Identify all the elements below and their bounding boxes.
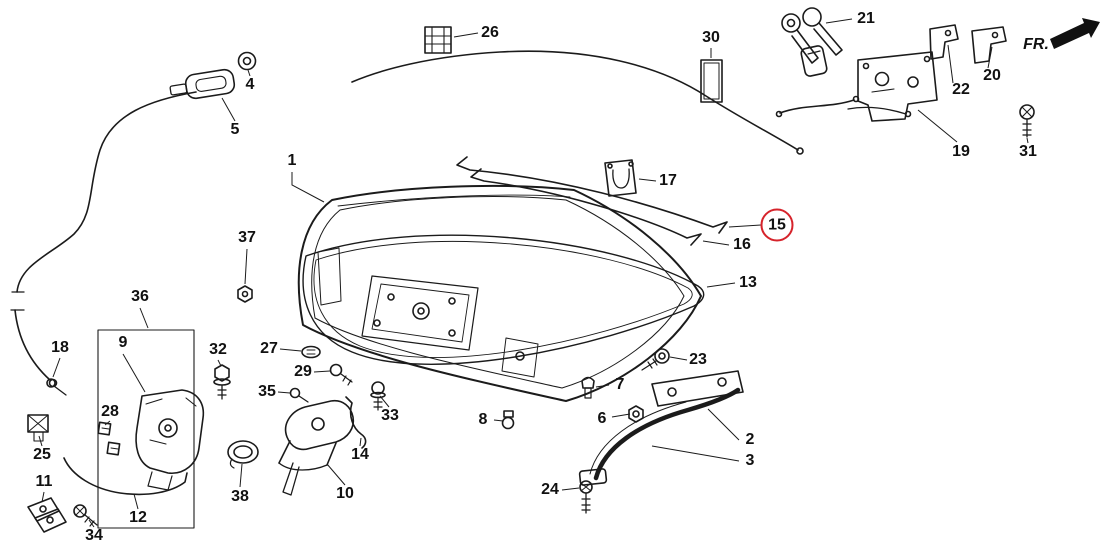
nut-37	[237, 285, 253, 303]
latch-9	[135, 389, 205, 491]
strip-22	[929, 24, 959, 60]
part-label-3[interactable]: 3	[745, 452, 755, 469]
grommet-4	[237, 51, 257, 71]
bolt-29	[329, 363, 353, 386]
clip-27	[301, 345, 321, 359]
part-label-32[interactable]: 32	[209, 341, 227, 358]
part-label-31[interactable]: 31	[1019, 143, 1037, 160]
latch-bracket-19	[857, 51, 938, 122]
part-label-27[interactable]: 27	[260, 340, 278, 357]
part-label-12[interactable]: 12	[129, 509, 147, 526]
part-label-30[interactable]: 30	[702, 29, 720, 46]
part-label-35[interactable]: 35	[258, 383, 276, 400]
bolt-31	[1019, 104, 1035, 138]
part-label-36[interactable]: 36	[131, 288, 149, 305]
hinge-plates-11	[27, 497, 67, 533]
keys-21	[781, 7, 843, 77]
pad-30	[700, 59, 723, 103]
part-label-17[interactable]: 17	[659, 172, 677, 189]
torsion-bars-15-16	[456, 156, 728, 246]
part-label-19[interactable]: 19	[952, 143, 970, 160]
part-label-10[interactable]: 10	[336, 485, 354, 502]
pull-handle-5	[169, 68, 236, 100]
stud-8	[501, 410, 515, 430]
lock-cylinder-10	[278, 399, 355, 496]
cable-end-18	[46, 378, 67, 396]
part-label-38[interactable]: 38	[231, 488, 249, 505]
weatherstrip-13	[302, 234, 705, 365]
bolt-23	[641, 348, 670, 371]
bolt-33	[370, 381, 386, 411]
clips-28	[97, 421, 121, 456]
part-label-23[interactable]: 23	[689, 351, 707, 368]
part-label-1[interactable]: 1	[287, 152, 297, 169]
part-label-18[interactable]: 18	[51, 339, 69, 356]
part-label-29[interactable]: 29	[294, 363, 312, 380]
part-label-8[interactable]: 8	[478, 411, 488, 428]
part-label-34[interactable]: 34	[85, 527, 103, 544]
part-label-22[interactable]: 22	[952, 81, 970, 98]
strip-20	[971, 26, 1007, 64]
part-label-25[interactable]: 25	[33, 446, 51, 463]
bolt-24	[579, 480, 593, 514]
part-label-37[interactable]: 37	[238, 229, 256, 246]
latch-box-36	[97, 329, 195, 529]
part-label-6[interactable]: 6	[597, 410, 607, 427]
hinge-arm-2-3	[578, 370, 744, 486]
bolt-32	[213, 364, 231, 400]
striker-17	[604, 159, 637, 197]
part-label-16[interactable]: 16	[733, 236, 751, 253]
part-label-5[interactable]: 5	[230, 121, 240, 138]
bumper-7	[581, 376, 595, 399]
screw-35	[289, 387, 309, 403]
part-label-21[interactable]: 21	[857, 10, 875, 27]
top-cable	[351, 50, 804, 155]
part-label-28[interactable]: 28	[101, 403, 119, 420]
part-label-24[interactable]: 24	[541, 481, 559, 498]
part-label-26[interactable]: 26	[481, 24, 499, 41]
part-label-4[interactable]: 4	[245, 76, 255, 93]
part-label-9[interactable]: 9	[118, 334, 128, 351]
part-label-2[interactable]: 2	[745, 431, 755, 448]
trunk-lid-1	[297, 184, 702, 402]
rod-14	[345, 396, 367, 449]
part-label-15[interactable]: 15	[760, 208, 794, 242]
part-label-7[interactable]: 7	[615, 376, 625, 393]
part-label-33[interactable]: 33	[381, 407, 399, 424]
fr-arrow-icon	[1050, 18, 1100, 49]
part-label-11[interactable]: 11	[35, 473, 53, 490]
clip-25	[27, 414, 49, 442]
coil-38	[227, 440, 259, 469]
part-label-14[interactable]: 14	[351, 446, 369, 463]
leader-lines	[38, 18, 1029, 528]
part-label-20[interactable]: 20	[983, 67, 1001, 84]
rod-12	[63, 457, 188, 496]
fr-direction-label: FR.	[1023, 36, 1049, 53]
part-label-13[interactable]: 13	[739, 274, 757, 291]
clip-26	[424, 26, 452, 54]
